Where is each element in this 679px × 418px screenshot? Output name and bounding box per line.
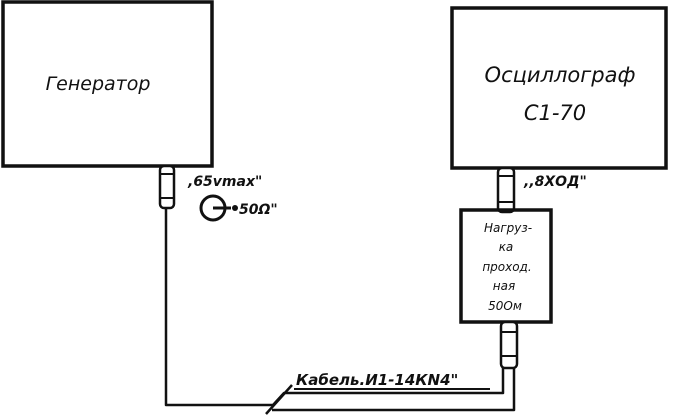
generator-label: Генератор	[46, 73, 151, 95]
generator-impedance-label: 50Ω"	[239, 202, 278, 218]
cable-label: Кабель.И1-14КN4"	[296, 371, 458, 389]
oscilloscope-box	[450, 6, 668, 170]
generator-block: Генератор	[1, 0, 214, 168]
load-label-line-2: ка	[499, 240, 514, 254]
load-label-line-1: Нагруз-	[484, 221, 532, 235]
generator-voltage-label: ,65vmax"	[187, 174, 262, 190]
load-label-line-4: ная	[493, 279, 515, 293]
cable-wire	[164, 208, 516, 415]
oscilloscope-connector-body	[496, 166, 516, 214]
oscilloscope-block: Осциллограф С1-70	[450, 6, 668, 170]
generator-connector	[158, 164, 176, 210]
cable-return-line	[272, 368, 516, 412]
cable-label-leader	[265, 384, 293, 415]
generator-connector-body	[158, 164, 176, 210]
generator-output-knob-icon	[199, 194, 238, 222]
generator-box	[1, 0, 214, 168]
load-label-line-5: 50Ом	[488, 299, 522, 313]
load-block: Нагруз- ка проход. ная 50Ом	[459, 208, 553, 324]
oscilloscope-input-label: ,,8ХОД"	[523, 174, 587, 190]
load-label-line-3: проход.	[482, 260, 531, 274]
load-connector-body	[499, 320, 519, 370]
load-output-connector	[499, 320, 519, 370]
oscilloscope-model: С1-70	[524, 101, 586, 125]
oscilloscope-connector	[496, 166, 516, 214]
oscilloscope-name: Осциллограф	[485, 63, 636, 87]
